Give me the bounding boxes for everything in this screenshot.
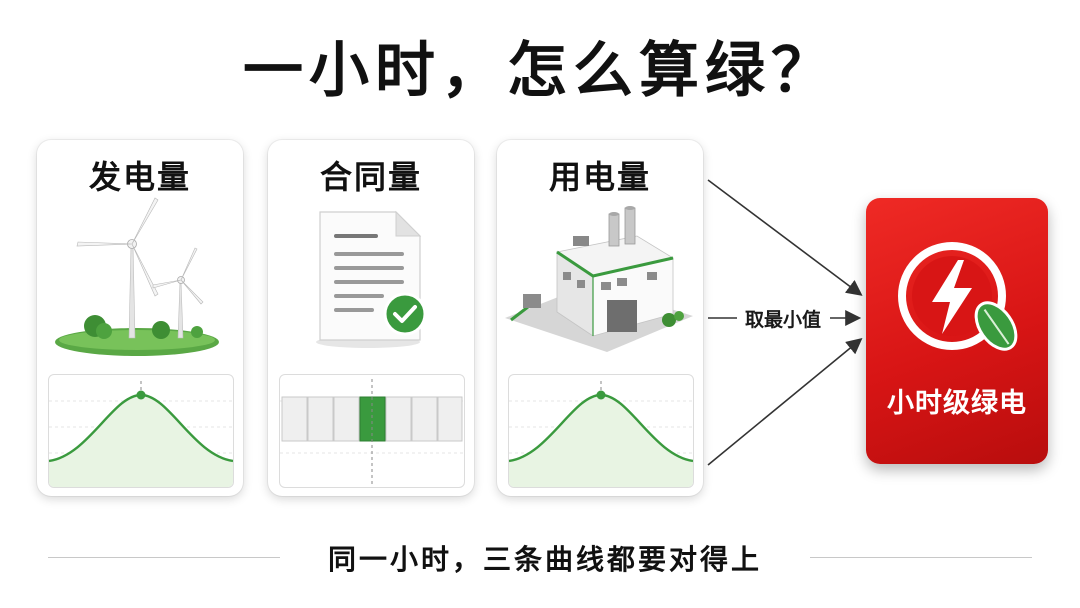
consumption-card-title: 用电量 — [548, 158, 651, 196]
generation-curve — [49, 381, 233, 487]
footer-divider-left — [48, 557, 280, 558]
contract-document-icon — [316, 210, 427, 348]
consumption-card: 用电量 — [497, 140, 703, 496]
result-label: 小时级绿电 — [887, 388, 1027, 419]
hourly-green-power-card: 小时级绿电 — [866, 198, 1048, 464]
contract-blocks-panel — [279, 374, 465, 488]
consumption-curve — [509, 381, 693, 487]
min-value-label: 取最小值 — [737, 305, 829, 332]
footer-divider-right — [810, 557, 1032, 558]
generation-curve-panel — [48, 374, 234, 488]
wind-turbine-icon — [55, 197, 219, 356]
consumption-curve-panel — [508, 374, 694, 488]
contract-blocks — [280, 379, 464, 485]
footer-caption: 同一小时，三条曲线都要对得上 — [327, 543, 762, 576]
contract-card-title: 合同量 — [319, 158, 422, 196]
lightning-leaf-icon — [898, 242, 1018, 351]
generation-card: 发电量 — [37, 140, 243, 496]
page-title: 一小时，怎么算绿？ — [243, 36, 837, 106]
contract-card: 合同量 — [268, 140, 474, 496]
generation-card-title: 发电量 — [88, 158, 191, 196]
factory-icon — [505, 206, 693, 352]
